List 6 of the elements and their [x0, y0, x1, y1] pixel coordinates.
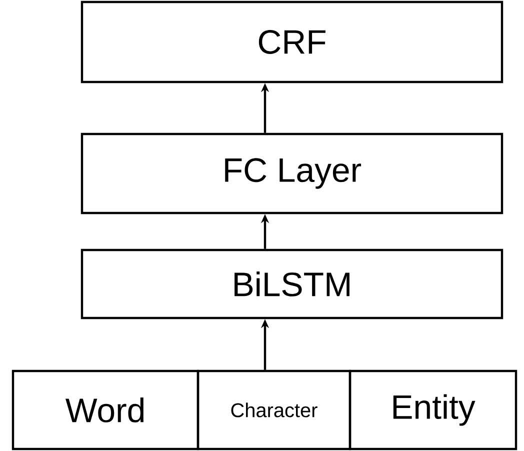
layer-box: Word	[12, 370, 200, 450]
layer-box: BiLSTM	[80, 248, 504, 320]
layer-box: CRF	[80, 0, 504, 84]
layer-box: Entity	[348, 370, 518, 450]
layer-box: FC Layer	[80, 132, 504, 214]
layer-box: Character	[196, 370, 352, 450]
